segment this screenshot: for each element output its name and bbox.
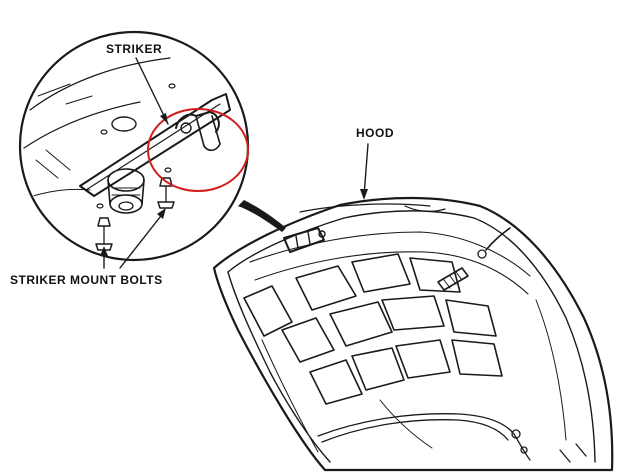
- callout-pointer: [238, 200, 286, 232]
- hood: [212, 196, 614, 472]
- striker-icon: [175, 111, 221, 152]
- detail-zoom-circle: [18, 30, 250, 262]
- latch-assembly-icon: [107, 168, 145, 214]
- hood-striker: [283, 227, 326, 253]
- striker-label: STRIKER: [106, 42, 162, 56]
- striker-mount-bolts-label: STRIKER MOUNT BOLTS: [10, 273, 163, 287]
- leader-lines: [100, 57, 369, 269]
- mount-bolt-left-icon: [95, 217, 113, 251]
- striker-highlight: [147, 108, 249, 192]
- hood-stay-clip: [437, 227, 511, 291]
- hood-label: HOOD: [356, 126, 394, 140]
